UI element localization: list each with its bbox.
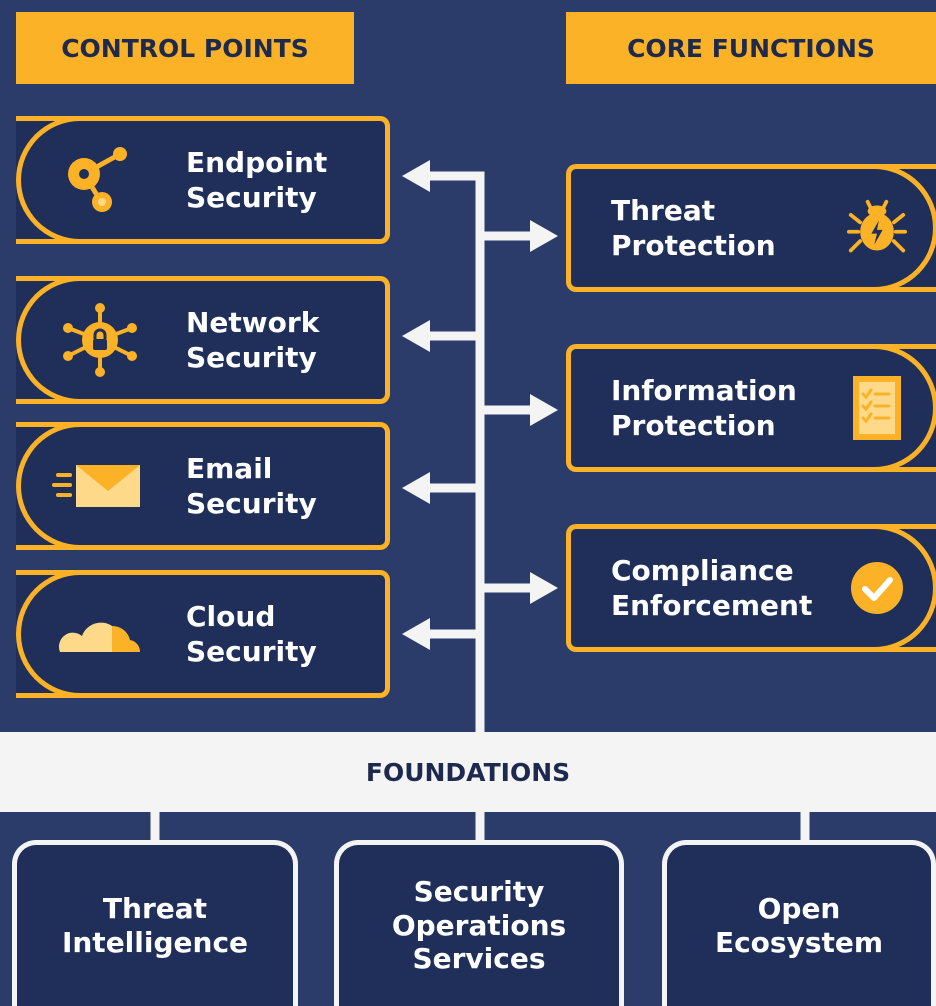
cloud-icon: [52, 598, 148, 670]
control-point-label: Cloud Security: [186, 600, 317, 668]
foundation-label: Threat Intelligence: [61, 891, 249, 959]
core-function-label: Compliance Enforcement: [611, 554, 813, 622]
core-function-compliance-enforcement: Compliance Enforcement: [566, 524, 936, 652]
core-functions-header: CORE FUNCTIONS: [566, 12, 936, 84]
foundation-open-ecosystem: Open Ecosystem: [662, 840, 936, 1006]
bug-icon: [847, 198, 907, 258]
arrowhead-compliance: [530, 572, 558, 604]
foundation-label: Open Ecosystem: [714, 891, 884, 959]
checklist-icon: [847, 376, 907, 440]
control-points-header: CONTROL POINTS: [16, 12, 354, 84]
network-lock-icon: [52, 303, 148, 377]
control-point-cloud-security: Cloud Security: [16, 570, 390, 698]
core-function-information-protection: Information Protection: [566, 344, 936, 472]
arrowhead-endpoint: [402, 160, 430, 192]
core-function-label: Threat Protection: [611, 194, 776, 262]
foundations-bar: FOUNDATIONS: [0, 732, 936, 812]
control-point-email-security: Email Security: [16, 422, 390, 550]
control-point-label: Email Security: [186, 452, 317, 520]
foundation-label: Security Operations Services: [391, 875, 567, 976]
control-point-label: Network Security: [186, 306, 320, 374]
foundation-security-operations-services: Security Operations Services: [334, 840, 624, 1006]
control-point-network-security: Network Security: [16, 276, 390, 404]
foundations-title: FOUNDATIONS: [365, 757, 571, 787]
endpoint-node-icon: [52, 144, 148, 216]
arrowhead-network: [402, 320, 430, 352]
control-point-label: Endpoint Security: [186, 146, 328, 214]
arrowhead-email: [402, 472, 430, 504]
check-circle-icon: [847, 558, 907, 618]
email-icon: [52, 450, 148, 522]
core-function-threat-protection: Threat Protection: [566, 164, 936, 292]
arrowhead-threat: [530, 220, 558, 252]
foundation-threat-intelligence: Threat Intelligence: [12, 840, 298, 1006]
control-point-endpoint-security: Endpoint Security: [16, 116, 390, 244]
arrowhead-cloud: [402, 618, 430, 650]
core-function-label: Information Protection: [611, 374, 797, 442]
arrowhead-information: [530, 394, 558, 426]
